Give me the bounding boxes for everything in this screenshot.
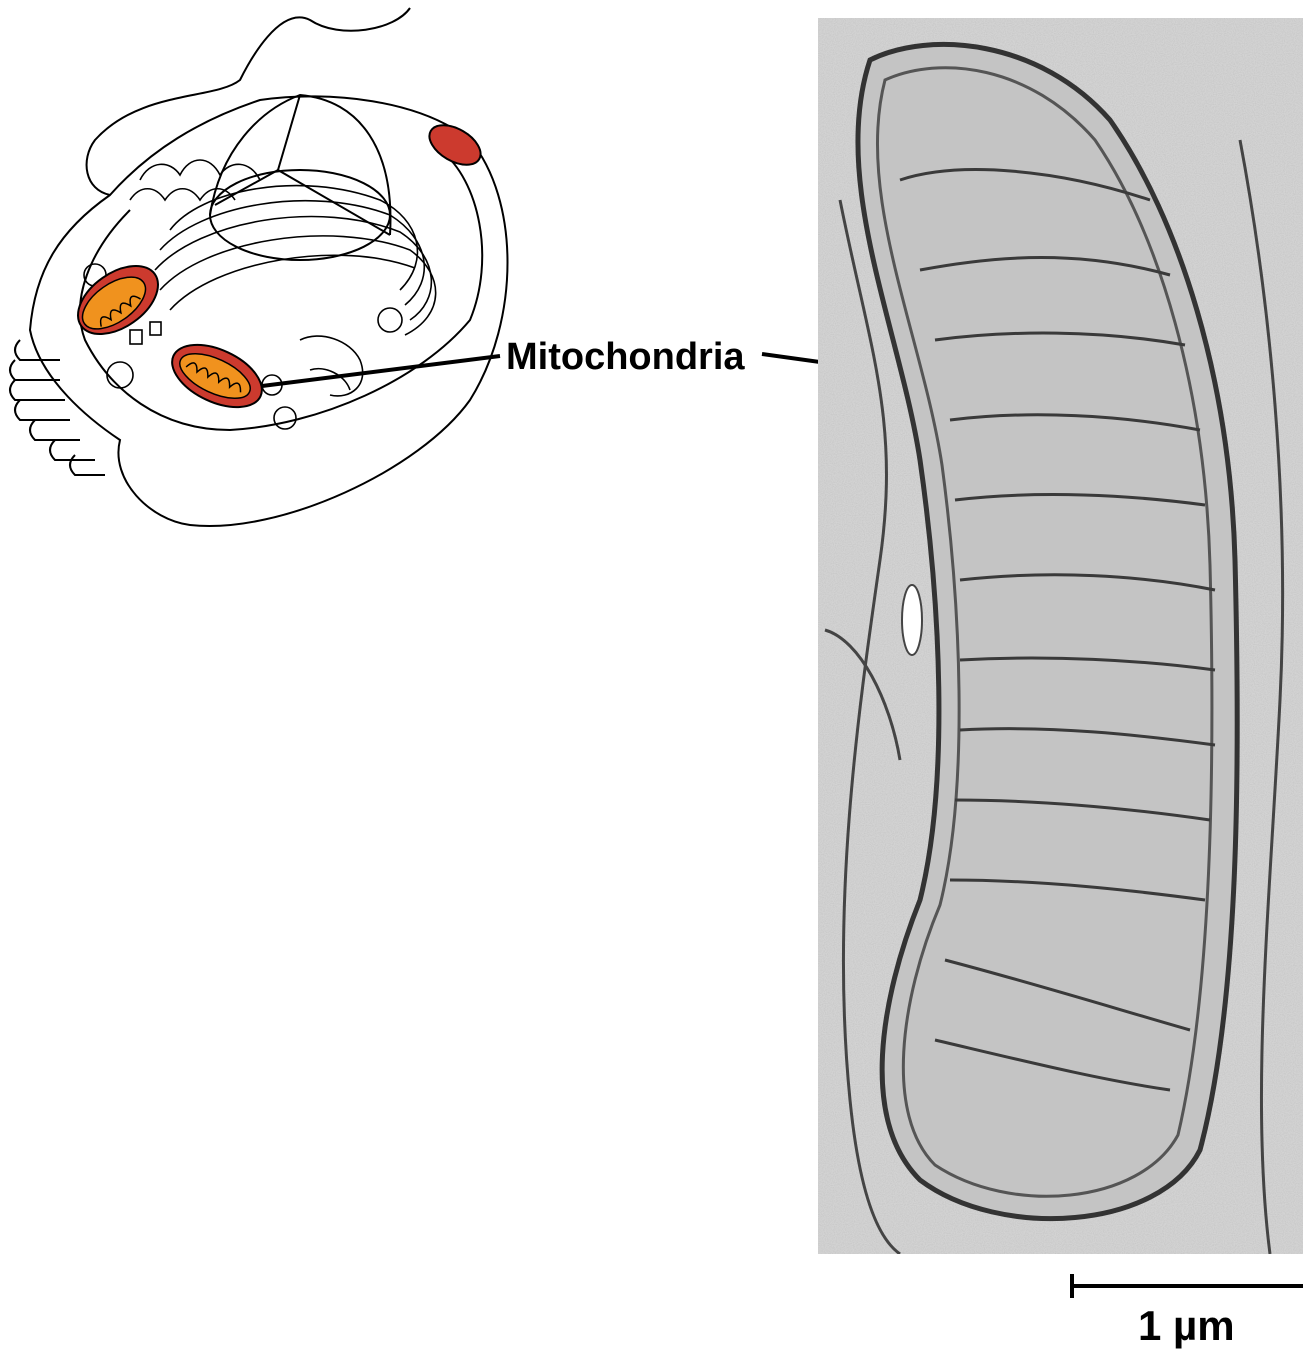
cell-diagram xyxy=(10,8,508,526)
leader-line-diagram xyxy=(262,356,500,386)
scale-bar-label: 1 µm xyxy=(1138,1303,1235,1349)
diagram-mitochondrion-left xyxy=(66,252,171,348)
vacuole xyxy=(902,585,922,655)
microvilli xyxy=(10,340,105,475)
scale-bar xyxy=(1072,1274,1303,1298)
diagram-mitochondrion-center xyxy=(163,332,272,420)
nucleus xyxy=(210,95,390,260)
electron-micrograph xyxy=(818,18,1303,1254)
mitochondria-label: Mitochondria xyxy=(506,336,745,378)
